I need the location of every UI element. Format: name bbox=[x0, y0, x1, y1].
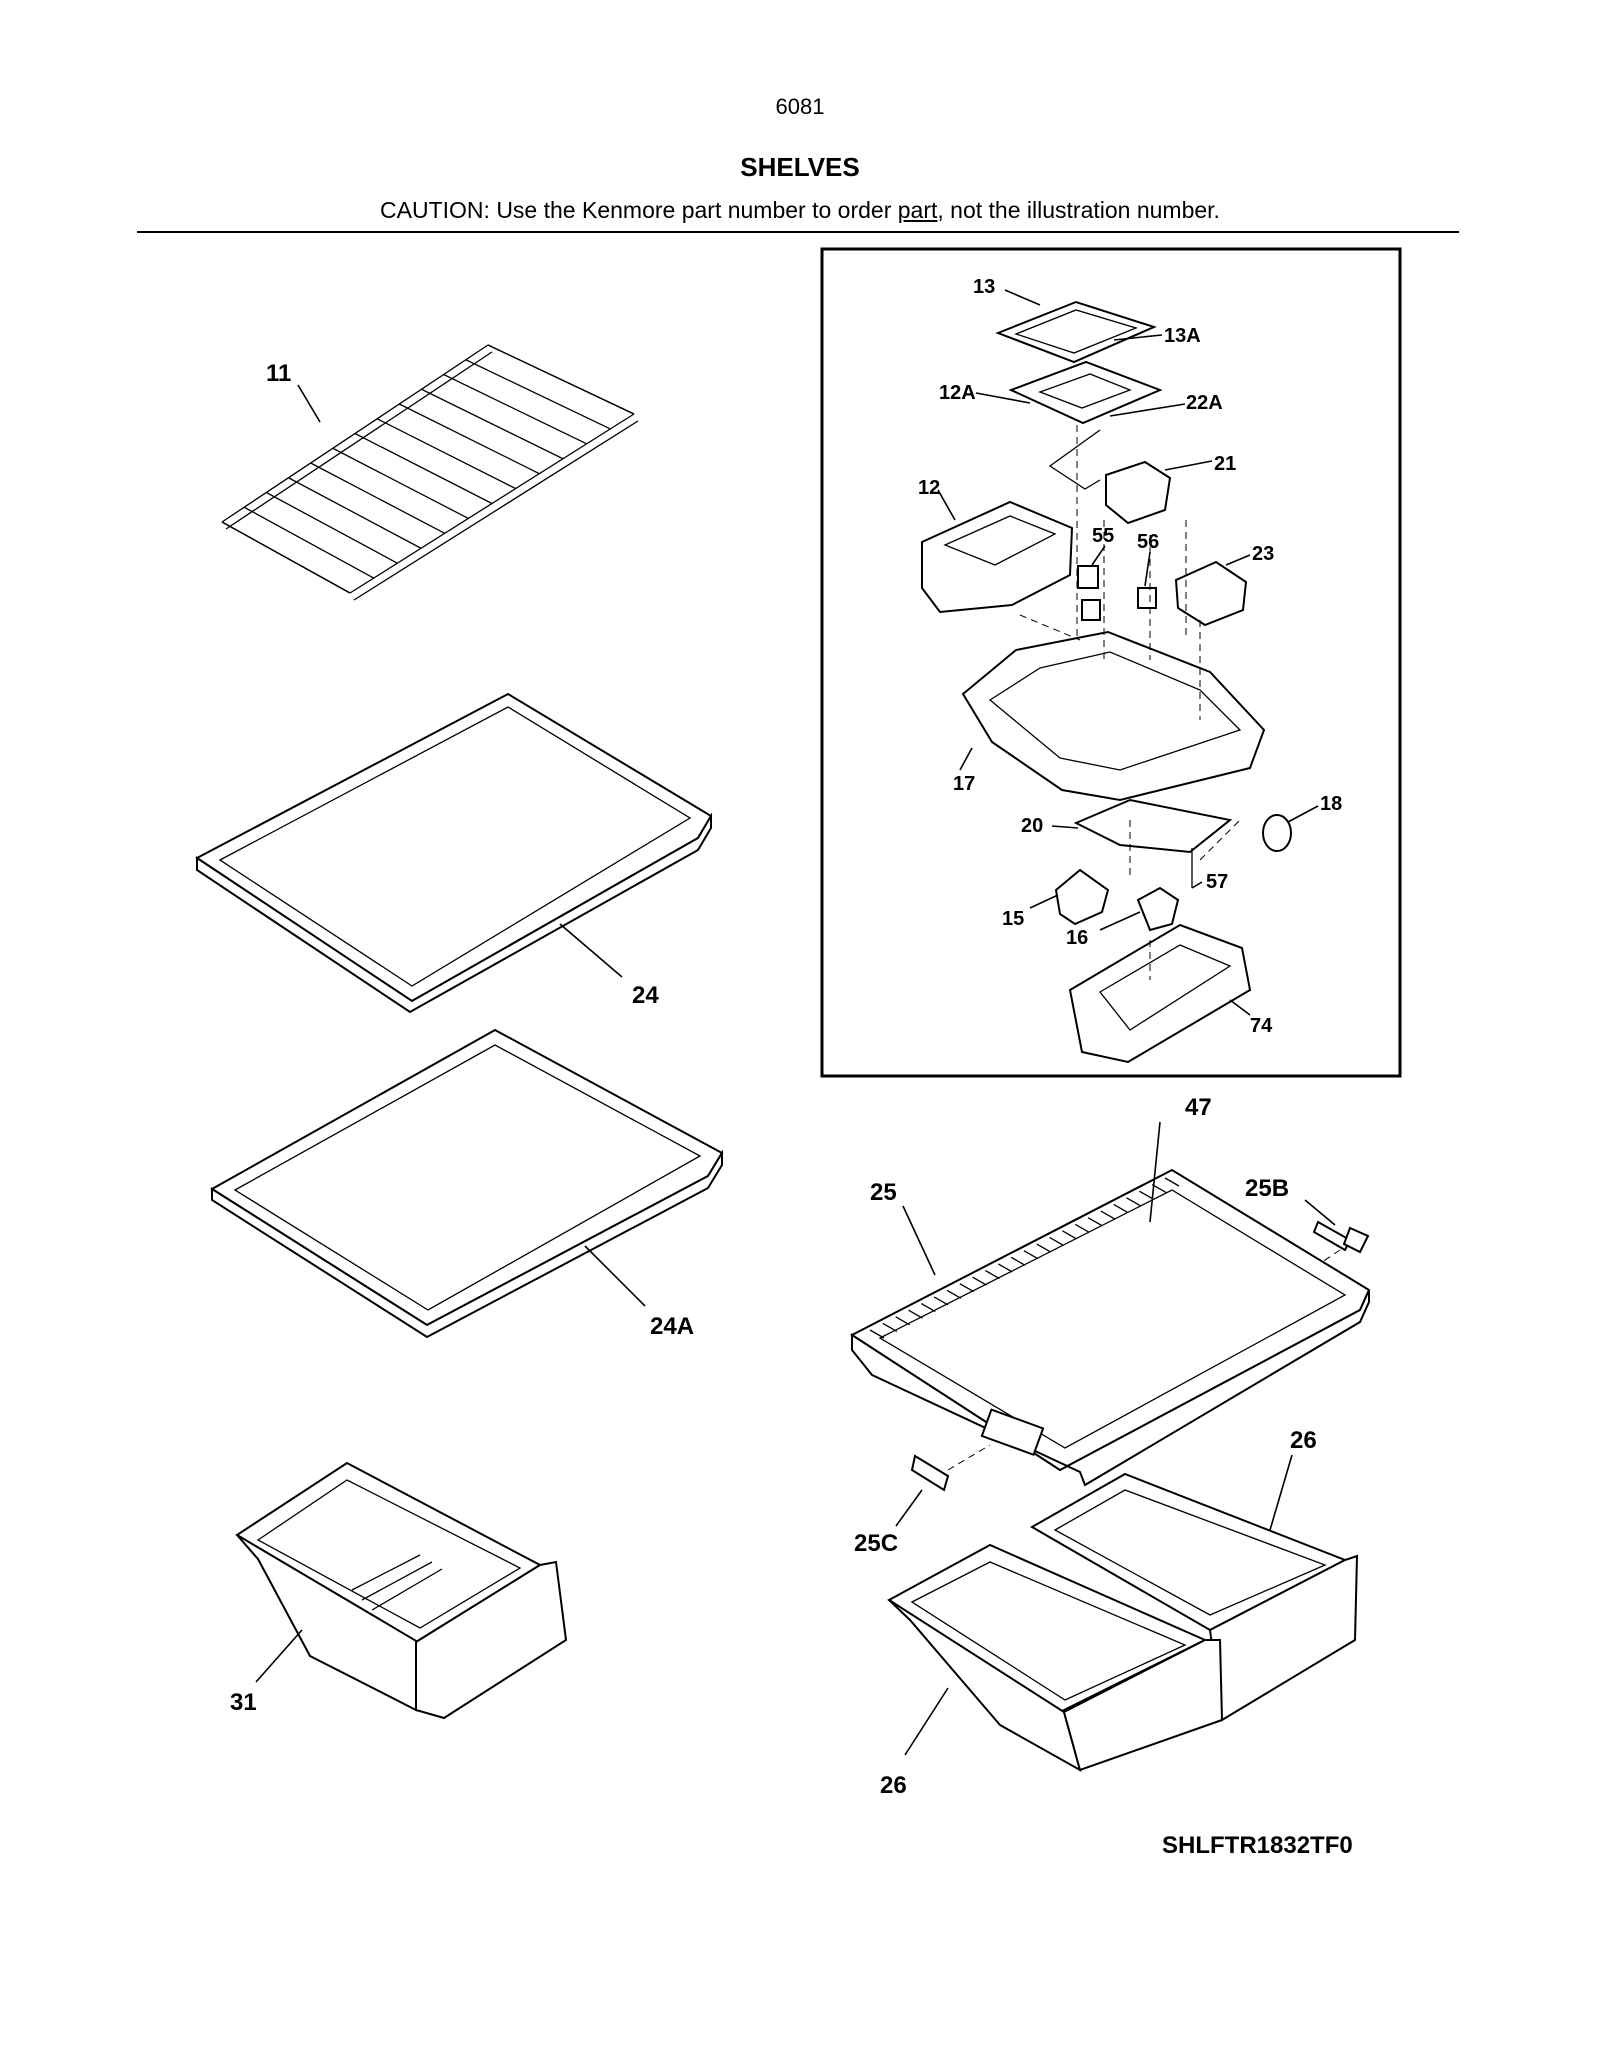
callout-47: 47 bbox=[1185, 1094, 1212, 1121]
callout-22A: 22A bbox=[1186, 392, 1223, 414]
ice-maker-cover bbox=[1008, 360, 1163, 425]
callout-57: 57 bbox=[1206, 871, 1228, 893]
page-number: 6081 bbox=[775, 94, 825, 119]
callout-25B: 25B bbox=[1245, 1175, 1289, 1202]
callout-20: 20 bbox=[1021, 815, 1043, 837]
bracket bbox=[1073, 798, 1233, 854]
caution-underlined-word: part bbox=[897, 197, 938, 223]
ice-maker-housing bbox=[961, 630, 1266, 802]
callout-24: 24 bbox=[632, 982, 659, 1009]
glass-shelf-24A bbox=[210, 1028, 724, 1339]
callout-26-front: 26 bbox=[880, 1772, 907, 1799]
callout-74: 74 bbox=[1250, 1015, 1273, 1037]
callout-16: 16 bbox=[1066, 927, 1088, 949]
caution-note: CAUTION: Use the Kenmore part number to … bbox=[0, 197, 1600, 224]
motor-assembly bbox=[1105, 460, 1172, 525]
callout-13: 13 bbox=[973, 276, 995, 298]
callout-21: 21 bbox=[1214, 453, 1236, 475]
callout-31: 31 bbox=[230, 1689, 257, 1716]
switch-56 bbox=[1137, 587, 1157, 609]
crisper-drawer-26-front bbox=[887, 1543, 1224, 1773]
caution-text: CAUTION: Use the Kenmore part number to … bbox=[380, 197, 898, 223]
switch-55 bbox=[1077, 565, 1099, 589]
crisper-drawer-31 bbox=[235, 1461, 568, 1720]
callout-17: 17 bbox=[953, 773, 975, 795]
callout-15: 15 bbox=[1002, 908, 1024, 930]
callout-55: 55 bbox=[1092, 525, 1114, 547]
page-title: SHELVES bbox=[740, 152, 860, 182]
caution-text-end: , not the illustration number. bbox=[937, 197, 1220, 223]
shelf-clip-25B bbox=[1312, 1220, 1352, 1252]
callout-25C: 25C bbox=[854, 1530, 898, 1557]
ice-bin bbox=[1068, 923, 1252, 1064]
crisper-cover-shelf bbox=[850, 1168, 1371, 1487]
crisper-drawer-26-rear bbox=[1029, 1472, 1359, 1722]
glass-shelf-24 bbox=[195, 692, 713, 1014]
callout-13A: 13A bbox=[1164, 325, 1201, 347]
wire-shelf bbox=[221, 344, 639, 601]
callout-18: 18 bbox=[1320, 793, 1342, 815]
callout-23: 23 bbox=[1252, 543, 1274, 565]
ice-mold bbox=[921, 500, 1074, 614]
diagram-code: SHLFTR1832TF0 bbox=[1162, 1832, 1353, 1859]
valve bbox=[1054, 868, 1110, 926]
callout-25: 25 bbox=[870, 1179, 897, 1206]
feeler-arm bbox=[1048, 429, 1101, 490]
callout-11: 11 bbox=[266, 360, 291, 387]
callout-56: 56 bbox=[1137, 531, 1159, 553]
ice-maker-inset-frame bbox=[820, 247, 1402, 1078]
control-module bbox=[1174, 560, 1248, 627]
callout-12: 12 bbox=[918, 477, 940, 499]
header-rule bbox=[137, 231, 1459, 233]
callout-12A: 12A bbox=[939, 382, 976, 404]
filter-frame bbox=[995, 300, 1157, 364]
callout-24A: 24A bbox=[650, 1313, 694, 1340]
shelf-clip-25C bbox=[910, 1454, 950, 1492]
knob bbox=[1262, 814, 1292, 852]
motor-16 bbox=[1136, 886, 1180, 932]
callout-26-rear: 26 bbox=[1290, 1427, 1317, 1454]
